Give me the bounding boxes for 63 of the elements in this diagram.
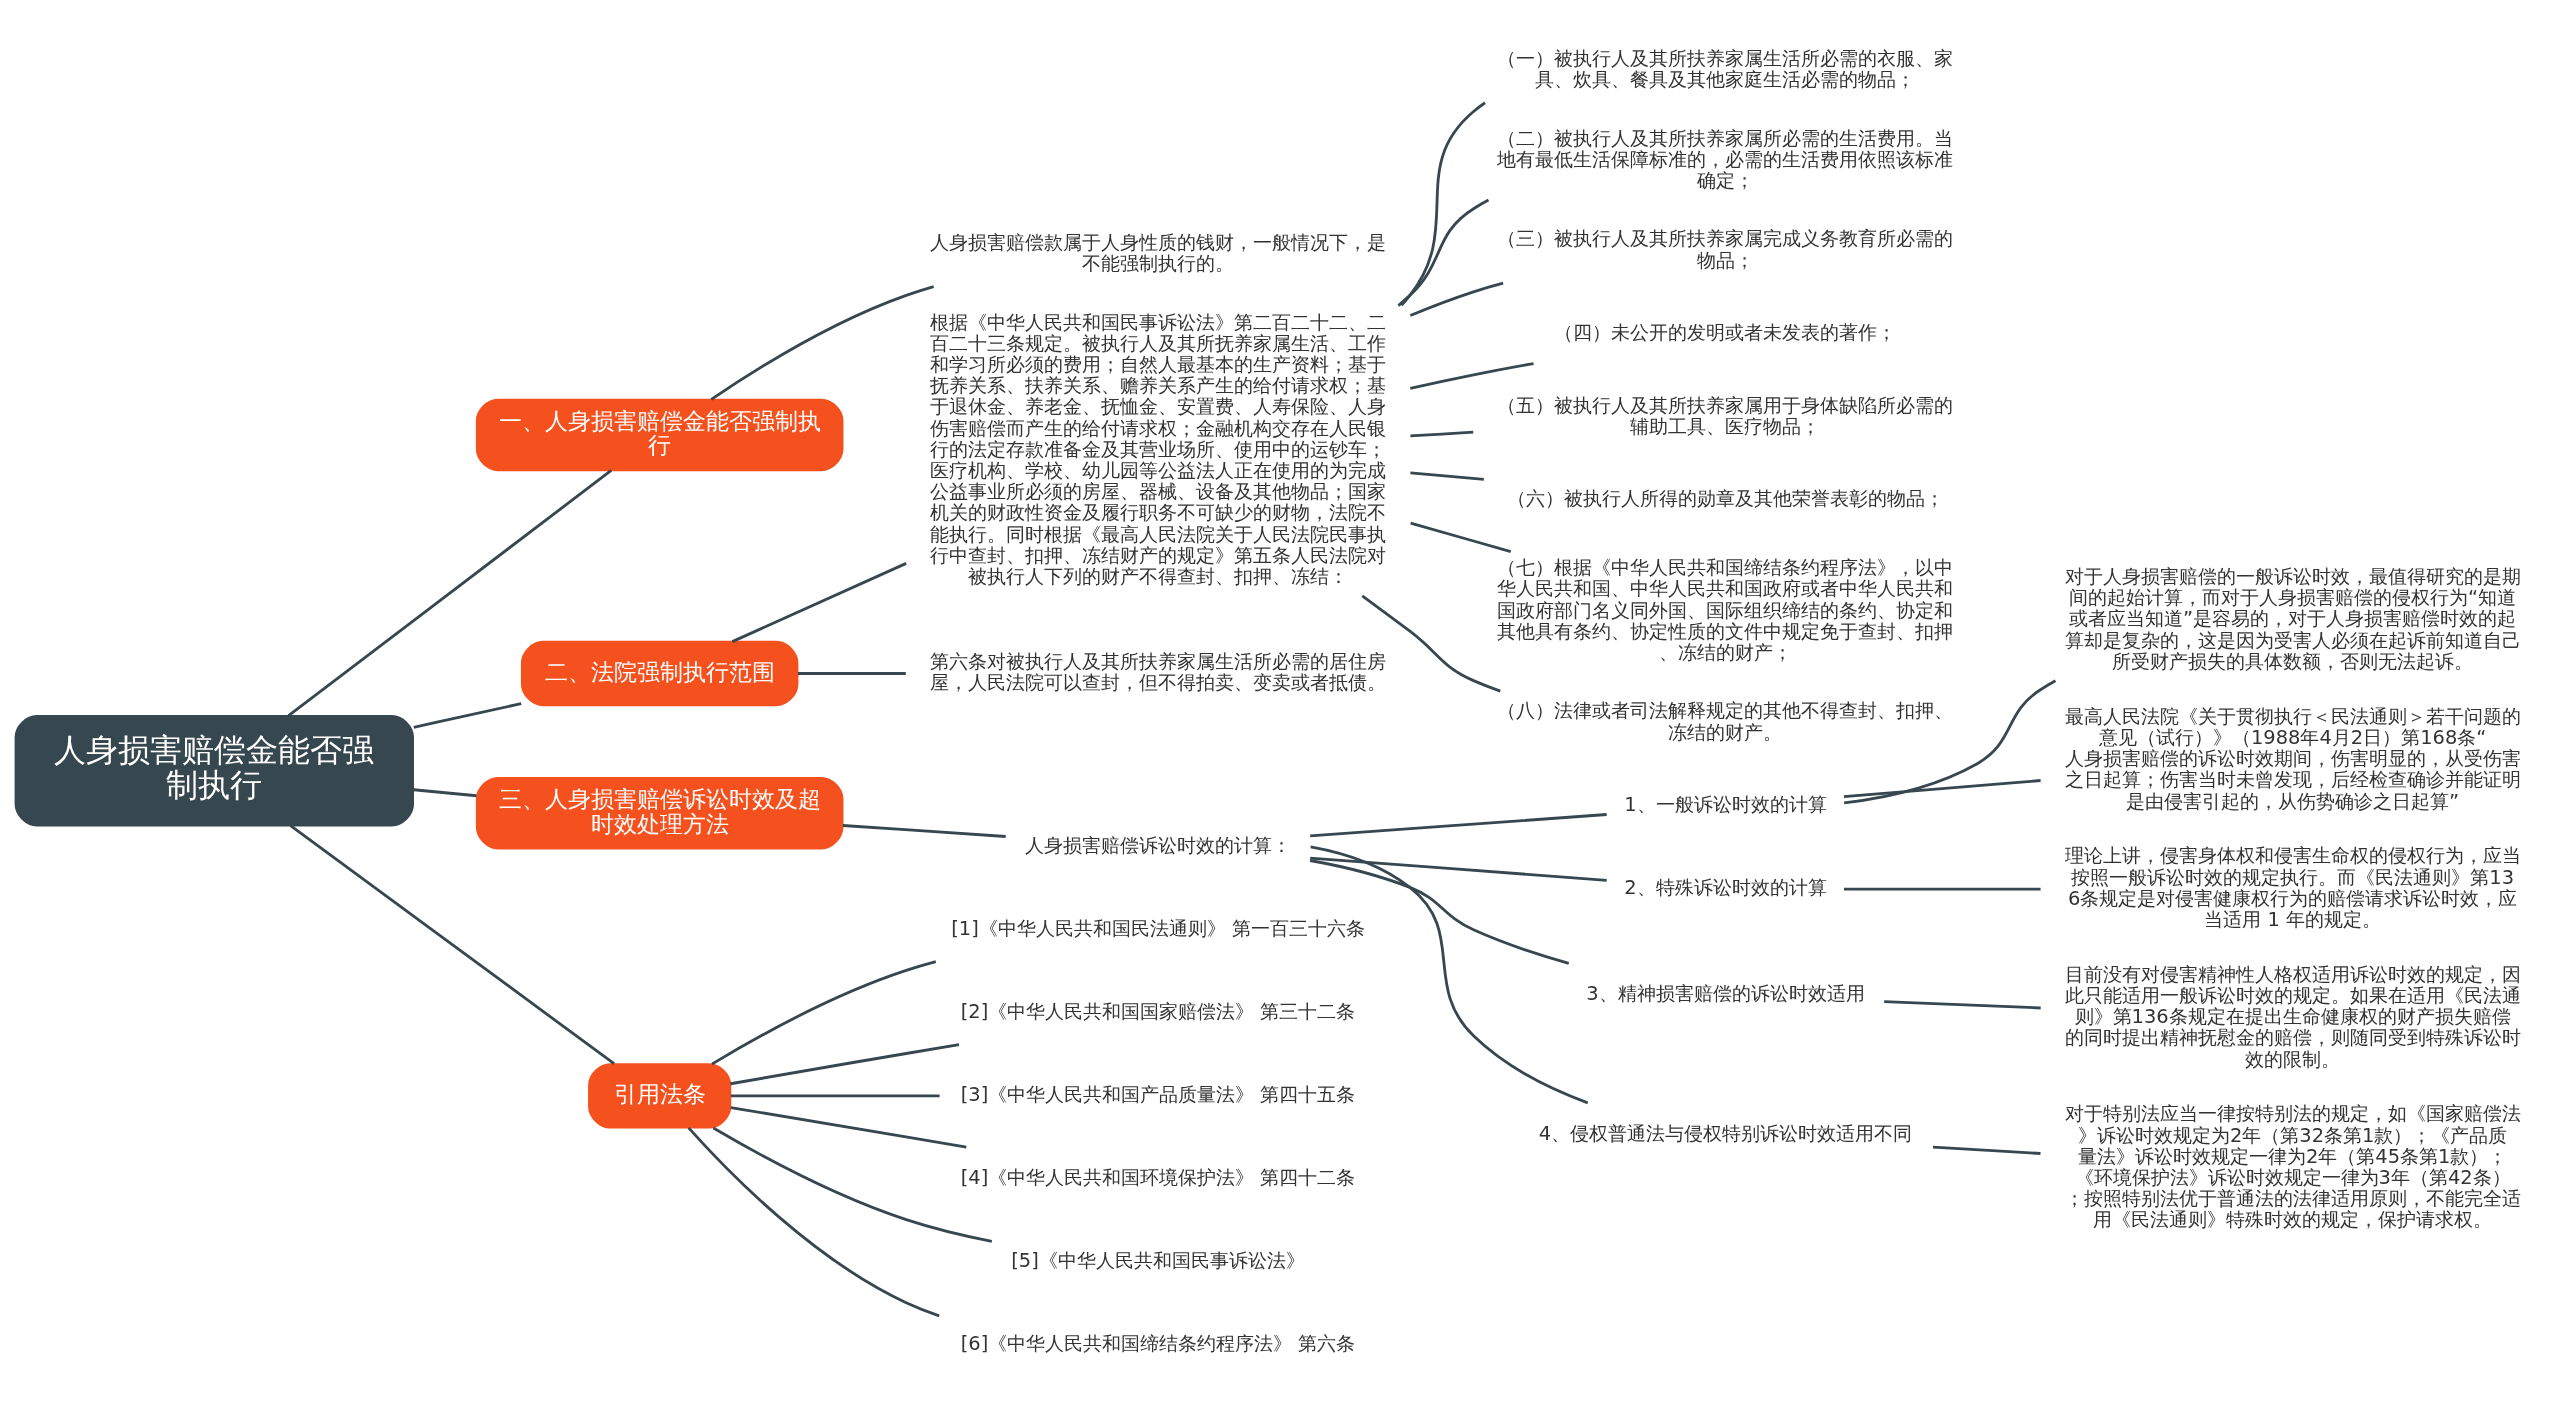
node-text: 目前没有对侵害精神性人格权适用诉讼时效的规定，因此只能适用一般诉讼时效的规定。如果在适用《民法通则》第136条规定在提出生命健康权的财产损失赔偿的同时提出精神抚慰金的赔偿，则随同受到特殊诉讼时效的限制。: [2064, 962, 2521, 1071]
node-text: （六）被执行人所得的勋章及其他荣誉表彰的物品；: [1506, 486, 1944, 510]
connector: [1397, 198, 1490, 307]
node-text: 对于特别法应当一律按特别法的规定，如《国家赔偿法》诉讼时效规定为2年（第32条第1款）；《产品质量法》诉讼时效规定一律为2年（第45条第1款）；《环境保护法》诉讼时效规定一律为3年（第42条）；按照特别法优于普通法的法律适用原则，不能完全适用《民法通则》特殊时效的规定，保护请求权。: [2064, 1101, 2521, 1231]
connector: [1409, 281, 1504, 317]
connector: [1310, 856, 1607, 882]
node-text: [6]《中华人民共和国缔结条约程序法》 第六条: [960, 1331, 1356, 1355]
connector: [1884, 999, 2041, 1009]
connector: [1310, 845, 1589, 1104]
connector: [1361, 594, 1501, 692]
connector: [730, 1105, 967, 1148]
connector: [1410, 470, 1484, 481]
node-box: 一、人身损害赔偿金能否强制执行: [475, 398, 844, 471]
connector: [1410, 521, 1512, 553]
node-text: [5]《中华人民共和国民事诉讼法》: [1011, 1248, 1305, 1272]
node-text: 人身损害赔偿诉讼时效的计算：: [1025, 833, 1292, 857]
node-text: 最高人民法院《关于贯彻执行＜民法通则＞若干问题的意见（试行）》（1988年4月2日）第168条“人身损害赔偿的诉讼时效期间，伤害明显的，从受伤害之日起算；伤害当时未曾发现，后经检查确诊并能证明是由侵害引起的，从伤势确诊之日起算”: [2064, 704, 2521, 812]
node-text: [2]《中华人民共和国国家赔偿法》 第三十二条: [960, 999, 1356, 1023]
node-box: 人身损害赔偿金能否强制执行: [14, 714, 414, 826]
node-box: 三、人身损害赔偿诉讼时效及超时效处理方法: [475, 776, 844, 849]
node-text: （三）被执行人及其所扶养家属完成义务教育所必需的物品；: [1497, 226, 1954, 272]
node-text: （四）未公开的发明或者未发表的著作；: [1554, 320, 1897, 344]
node-text: （五）被执行人及其所扶养家属用于身体缺陷所必需的辅助工具、医疗物品；: [1497, 393, 1954, 438]
connector: [710, 284, 935, 400]
connector: [711, 959, 937, 1065]
connector: [842, 823, 1006, 838]
node-box: 引用法条: [588, 1062, 732, 1129]
connector: [1843, 887, 2041, 891]
node-box: 二、法院强制执行范围: [520, 640, 799, 706]
node-text: （二）被执行人及其所扶养家属所必需的生活费用。当地有最低生活保障标准的，必需的生活费用依照该标准确定；: [1497, 126, 1954, 192]
node-text: [4]《中华人民共和国环境保护法》 第四十二条: [960, 1165, 1356, 1189]
node-text: 2、特殊诉讼时效的计算: [1624, 875, 1827, 899]
connector: [413, 787, 477, 797]
connector: [287, 468, 613, 717]
connector: [1310, 812, 1607, 837]
connector: [1843, 778, 2041, 798]
connector: [1932, 1145, 2041, 1155]
connector: [413, 701, 522, 729]
connector: [687, 1126, 940, 1317]
connector: [1410, 361, 1534, 390]
node-text: 第六条对被执行人及其所扶养家属生活所必需的居住房屋，人民法院可以查封，但不得拍卖、变卖或者抵债。: [930, 649, 1387, 694]
node-text: 根据《中华人民共和国民事诉讼法》第二百二十二、二百二十三条规定。被执行人及其所抚养家属生活、工作和学习所必须的费用；自然人最基本的生产资料；基于抚养关系、扶养关系、赡养关系产生的给付请求权；基于退休金、养老金、抚恤金、安置费、人寿保险、人身伤害赔偿而产生的给付请求权；金融机构交存在人民银行的法定存款准备金及其营业场所、使用中的运钞车；医疗机构、学校、幼儿园等公益法人正在使用的为完成公益事业所必须的房屋、器械、设备及其他物品；国家机关的财政性资金及履行职务不可缺少的财物，法院不能执行。同时根据《最高人民法院关于人民法院民事执行中查封、扣押、冻结财产的规定》第五条人民法院对被执行人下列的财产不得查封、扣押、冻结：: [930, 310, 1387, 588]
node-text: [1]《中华人民共和国民法通则》 第一百三十六条: [951, 916, 1365, 940]
connector: [731, 561, 907, 643]
connector: [289, 823, 615, 1065]
node-text: 3、精神损害赔偿的诉讼时效适用: [1586, 981, 1865, 1005]
connector: [712, 1126, 993, 1243]
connector: [1410, 430, 1474, 437]
node-text: 4、侵权普通法与侵权特别诉讼时效适用不同: [1538, 1121, 1913, 1145]
node-text: 人身损害赔偿款属于人身性质的钱财，一般情况下，是不能强制执行的。: [930, 230, 1387, 275]
connector: [730, 1094, 940, 1097]
connector: [797, 671, 906, 675]
node-text: [3]《中华人民共和国产品质量法》 第四十五条: [960, 1082, 1356, 1106]
node-text: 对于人身损害赔偿的一般诉讼时效，最值得研究的是期间的起始计算，而对于人身损害赔偿的侵权行为“知道或者应当知道”是容易的，对于人身损害赔偿时效的起算却是复杂的，这是因为受害人必须在起诉前知道自己所受财产损失的具体数额，否则无法起诉。: [2064, 564, 2521, 673]
node-text: 理论上讲，侵害身体权和侵害生命权的侵权行为，应当按照一般诉讼时效的规定执行。而《民法通则》第136条规定是对侵害健康权行为的赔偿请求诉讼时效，应当适用 1 年的规定。: [2064, 843, 2521, 931]
node-text: （七）根据《中华人民共和国缔结条约程序法》，以中华人民共和国、中华人民共和国政府或者中华人民共和国政府部门名义同外国、国际组织缔结的条约、协定和其他具有条约、协定性质的文件中规定免于查封、扣押、冻结的财产；: [1497, 555, 1954, 664]
connector: [1309, 858, 1570, 965]
node-text: 1、一般诉讼时效的计算: [1624, 792, 1827, 816]
connector: [1843, 679, 2057, 804]
node-text: （一）被执行人及其所扶养家属生活所必需的衣服、家具、炊具、餐具及其他家庭生活必需的物品；: [1497, 46, 1954, 91]
connector: [730, 1042, 960, 1085]
node-text: （八）法律或者司法解释规定的其他不得查封、扣押、冻结的财产。: [1497, 698, 1954, 744]
connector: [1400, 101, 1486, 306]
